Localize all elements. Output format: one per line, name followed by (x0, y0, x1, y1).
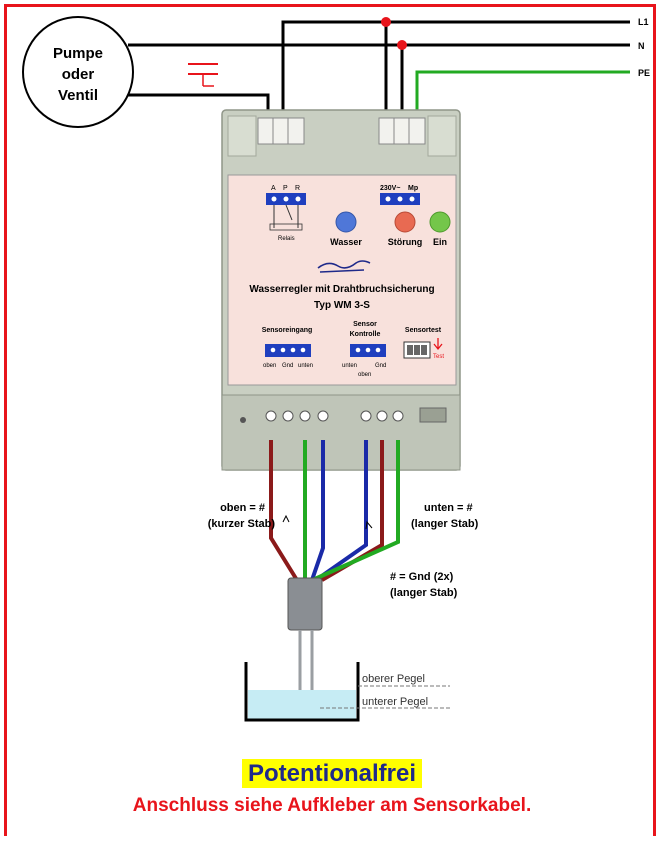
mains-lines (100, 17, 630, 118)
device-title: Wasserregler mit Drahtbruchsicherung (249, 284, 434, 295)
sensor-control-label-1: Sensor (353, 321, 377, 328)
relay-a: A (271, 185, 276, 192)
annot-gnd-2: (langer Stab) (390, 587, 458, 599)
ctrl-pin-gnd: Gnd (375, 363, 386, 369)
pump-label-3: Ventil (58, 87, 98, 104)
supply-mp: Mp (408, 185, 418, 192)
test-arrow-icon (433, 338, 443, 351)
pin-unten: unten (298, 363, 313, 369)
bottom-terminals (240, 407, 447, 423)
sensor-wires (269, 440, 400, 587)
sensor-control-label-2: Kontrolle (350, 331, 381, 338)
annot-unten-2: (langer Stab) (411, 518, 479, 530)
annot-oben-1: oben = # (220, 502, 265, 514)
led-wasser (335, 211, 357, 233)
caption-title: Potentionalfrei (0, 759, 664, 788)
water (248, 690, 356, 720)
water-tank (244, 662, 360, 722)
brand-logo (317, 260, 371, 273)
led-ein-label: Ein (433, 237, 447, 247)
annot-oben-2: (kurzer Stab) (208, 518, 276, 530)
top-terminal-right (378, 117, 426, 145)
sensor-body (287, 577, 323, 631)
top-terminal-left (257, 117, 305, 145)
led-stoerung-label: Störung (388, 237, 423, 247)
pump-label-2: oder (62, 66, 95, 83)
ctrl-pin-oben: oben (358, 372, 371, 378)
page-frame (4, 4, 656, 836)
pump-circle (22, 16, 134, 128)
upper-level-label: oberer Pegel (362, 673, 425, 685)
caption-title-text: Potentionalfrei (241, 759, 422, 788)
sensor-test-label: Sensortest (405, 327, 442, 334)
pin-gnd: Gnd (282, 363, 293, 369)
supply-230v: 230V~ (380, 185, 400, 192)
pe-wire (415, 70, 630, 118)
led-wasser-label: Wasser (330, 237, 362, 247)
pump-label-1: Pumpe (53, 45, 103, 62)
ctrl-pin-unten: unten (342, 363, 357, 369)
lower-level-label: unterer Pegel (362, 696, 428, 708)
sensor-input-label: Sensoreingang (262, 327, 313, 334)
relay-label: Relais (278, 236, 295, 242)
annot-unten-1: unten = # (424, 502, 473, 514)
label-pe: PE (638, 68, 650, 78)
relay-p: P (283, 185, 288, 192)
relay-r: R (295, 185, 300, 192)
l1-junction (381, 17, 391, 27)
led-stoerung (394, 211, 416, 233)
annot-gnd-1: # = Gnd (2x) (390, 571, 454, 583)
pin-oben: oben (263, 363, 276, 369)
caption-subtitle: Anschluss siehe Aufkleber am Sensorkabel… (132, 795, 532, 816)
label-n: N (638, 41, 645, 51)
l1-wire (281, 20, 630, 118)
device-type: Typ WM 3-S (314, 300, 370, 311)
led-ein (429, 211, 451, 233)
suppressor-symbol (188, 63, 218, 87)
sensor-input-block (265, 344, 311, 357)
test-label: Test (433, 354, 444, 360)
n-junction (397, 40, 407, 50)
label-l1: L1 (638, 17, 649, 27)
